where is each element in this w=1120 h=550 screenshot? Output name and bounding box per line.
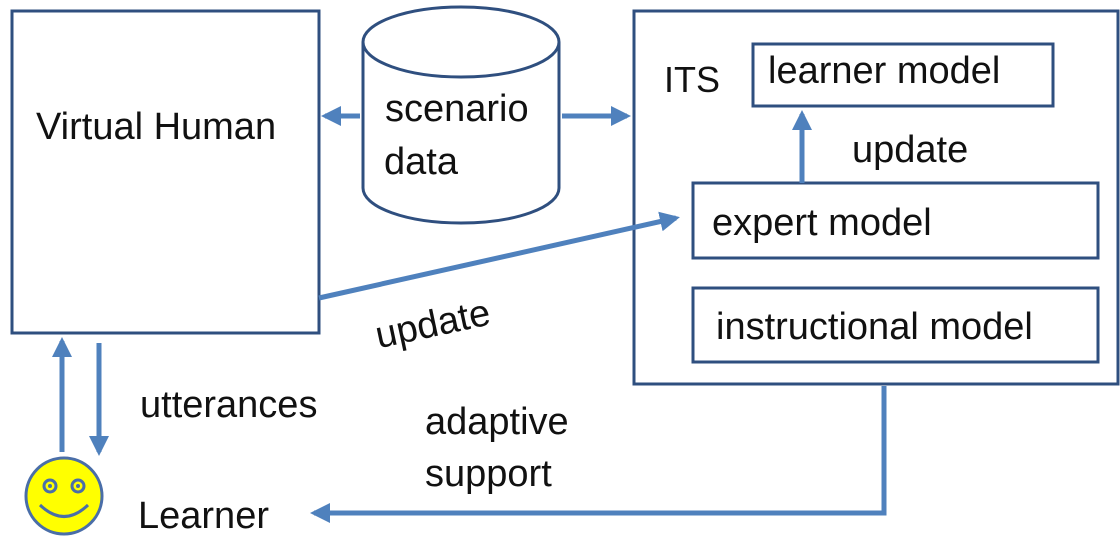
adaptive-support-label-line2: support: [425, 453, 552, 495]
learner-model-label: learner model: [768, 50, 1001, 92]
virtual-human-box: [10, 9, 321, 335]
utterances-label: utterances: [140, 384, 318, 426]
learner-model-box: [751, 42, 1055, 108]
scenario-database-cylinder: [361, 5, 561, 225]
update-its-label: update: [852, 129, 969, 171]
expert-model-label: expert model: [712, 202, 932, 244]
instructional-model-box: [691, 286, 1100, 364]
scenario-data-label-line2: data: [384, 141, 458, 183]
instructional-model-label: instructional model: [716, 306, 1033, 348]
adaptive-support-label-line1: adaptive: [425, 401, 569, 443]
virtual-human-label: Virtual Human: [36, 106, 277, 148]
arrow-its-to-learner: [310, 386, 887, 523]
its-label: ITS: [664, 59, 721, 100]
expert-model-box: [691, 181, 1100, 260]
arrow-virtual-human-to-expert-model: [318, 211, 680, 301]
scenario-data-label-line1: scenario: [385, 88, 529, 130]
smiley-face-icon: [24, 456, 104, 536]
learner-label: Learner: [138, 495, 269, 537]
